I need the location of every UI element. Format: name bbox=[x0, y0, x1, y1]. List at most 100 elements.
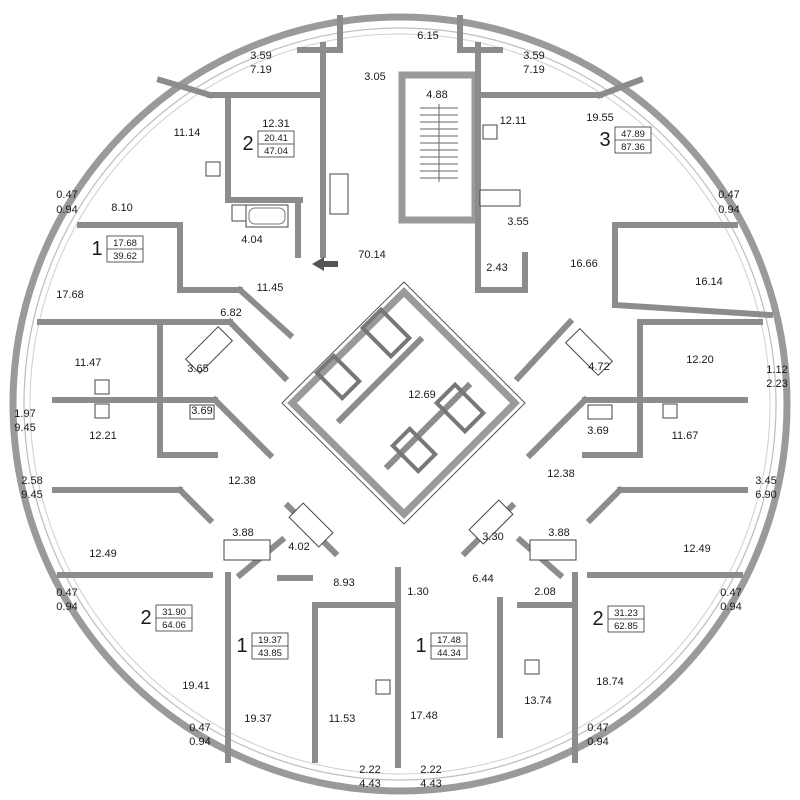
unit-living-area: 31.23 bbox=[614, 608, 638, 619]
unit-badge: 1 17.48 44.34 bbox=[415, 632, 468, 660]
room-area-label: 16.66 bbox=[570, 258, 598, 270]
room-area-label: 12.21 bbox=[89, 430, 117, 442]
outer-wall bbox=[9, 13, 791, 795]
room-area-label: 3.30 bbox=[482, 531, 503, 543]
room-area-label: 3.45 bbox=[755, 475, 776, 487]
room-area-label: 3.55 bbox=[507, 216, 528, 228]
room-area-label: 4.43 bbox=[359, 778, 380, 790]
room-area-label: 16.14 bbox=[695, 276, 723, 288]
room-area-label: 12.38 bbox=[228, 475, 256, 487]
room-area-label: 12.38 bbox=[547, 468, 575, 480]
room-area-label: 2.58 bbox=[21, 475, 42, 487]
room-area-label: 9.45 bbox=[21, 489, 42, 501]
unit-room-count: 2 bbox=[140, 607, 151, 629]
room-area-label: 0.94 bbox=[587, 736, 608, 748]
room-area-label: 6.82 bbox=[220, 307, 241, 319]
room-area-label: 0.47 bbox=[718, 189, 739, 201]
outer-wall-inner-line bbox=[23, 27, 777, 781]
unit-room-count: 2 bbox=[592, 608, 603, 630]
room-area-label: 0.94 bbox=[56, 204, 77, 216]
room-area-label: 13.74 bbox=[524, 695, 552, 707]
unit-total-area: 64.06 bbox=[162, 620, 186, 631]
room-area-label: 0.47 bbox=[56, 587, 77, 599]
room-area-label: 0.47 bbox=[56, 189, 77, 201]
room-area-label: 19.41 bbox=[182, 680, 210, 692]
room-area-label: 0.94 bbox=[720, 601, 741, 613]
room-area-label: 8.93 bbox=[333, 577, 354, 589]
entrance-arrow-icon bbox=[312, 257, 338, 271]
room-area-label: 1.12 bbox=[766, 364, 787, 376]
outer-wall-glass-line bbox=[29, 33, 771, 775]
room-area-label: 3.69 bbox=[587, 425, 608, 437]
room-area-label: 6.90 bbox=[755, 489, 776, 501]
room-area-label: 11.14 bbox=[174, 127, 201, 139]
room-area-label: 6.44 bbox=[472, 573, 493, 585]
room-area-label: 0.47 bbox=[189, 722, 210, 734]
room-area-label: 1.30 bbox=[407, 586, 428, 598]
room-area-label: 12.11 bbox=[500, 115, 527, 127]
room-area-label: 3.65 bbox=[187, 363, 208, 375]
room-area-label: 17.48 bbox=[410, 710, 438, 722]
unit-living-area: 31.90 bbox=[162, 607, 186, 618]
room-area-label: 12.69 bbox=[408, 389, 436, 401]
room-area-label: 3.05 bbox=[364, 71, 385, 83]
unit-total-area: 43.85 bbox=[258, 648, 282, 659]
room-area-label: 11.53 bbox=[329, 713, 356, 725]
room-area-label: 0.94 bbox=[189, 736, 210, 748]
room-area-label: 2.22 bbox=[359, 764, 380, 776]
room-area-label: 11.67 bbox=[672, 430, 699, 442]
room-area-label: 8.10 bbox=[111, 202, 132, 214]
room-area-label: 12.49 bbox=[683, 543, 711, 555]
room-area-label: 11.45 bbox=[257, 282, 284, 294]
unit-living-area: 47.89 bbox=[621, 129, 645, 140]
room-area-label: 12.31 bbox=[262, 118, 290, 130]
unit-living-area: 20.41 bbox=[264, 133, 288, 144]
room-area-label: 19.55 bbox=[586, 112, 614, 124]
room-area-label: 2.08 bbox=[534, 586, 555, 598]
room-area-label: 3.69 bbox=[191, 405, 212, 417]
unit-living-area: 17.48 bbox=[437, 635, 461, 646]
room-area-label: 3.88 bbox=[232, 527, 253, 539]
unit-room-count: 1 bbox=[415, 635, 426, 657]
room-area-label: 70.14 bbox=[358, 249, 386, 261]
room-area-label: 1.97 bbox=[14, 408, 35, 420]
room-area-label: 0.47 bbox=[587, 722, 608, 734]
room-area-label: 9.45 bbox=[14, 422, 35, 434]
unit-living-area: 19.37 bbox=[258, 635, 282, 646]
room-area-label: 4.04 bbox=[241, 234, 262, 246]
room-area-label: 4.88 bbox=[426, 89, 447, 101]
room-area-label: 4.72 bbox=[588, 361, 609, 373]
room-area-label: 3.59 bbox=[523, 50, 544, 62]
room-area-label: 0.94 bbox=[718, 204, 739, 216]
room-area-label: 6.15 bbox=[417, 30, 438, 42]
room-area-label: 0.47 bbox=[720, 587, 741, 599]
unit-total-area: 62.85 bbox=[614, 621, 638, 632]
room-area-label: 19.37 bbox=[244, 713, 272, 725]
unit-total-area: 39.62 bbox=[113, 251, 137, 262]
room-area-label: 4.43 bbox=[420, 778, 441, 790]
room-area-label: 18.74 bbox=[596, 676, 624, 688]
central-core bbox=[281, 281, 526, 525]
fixtures bbox=[94, 124, 678, 695]
room-area-label: 12.20 bbox=[686, 354, 714, 366]
room-area-label: 12.49 bbox=[89, 548, 117, 560]
unit-total-area: 44.34 bbox=[437, 648, 461, 659]
unit-badge: 2 31.23 62.85 bbox=[592, 605, 645, 633]
room-area-label: 2.23 bbox=[766, 378, 787, 390]
unit-total-area: 87.36 bbox=[621, 142, 645, 153]
room-area-label: 0.94 bbox=[56, 601, 77, 613]
room-area-label: 2.22 bbox=[420, 764, 441, 776]
room-area-label: 11.47 bbox=[75, 357, 102, 369]
unit-living-area: 17.68 bbox=[113, 238, 137, 249]
room-area-label: 2.43 bbox=[486, 262, 507, 274]
room-area-label: 3.59 bbox=[250, 50, 271, 62]
room-area-label: 7.19 bbox=[523, 64, 544, 76]
room-area-label: 4.02 bbox=[288, 541, 309, 553]
unit-room-count: 2 bbox=[242, 133, 253, 155]
